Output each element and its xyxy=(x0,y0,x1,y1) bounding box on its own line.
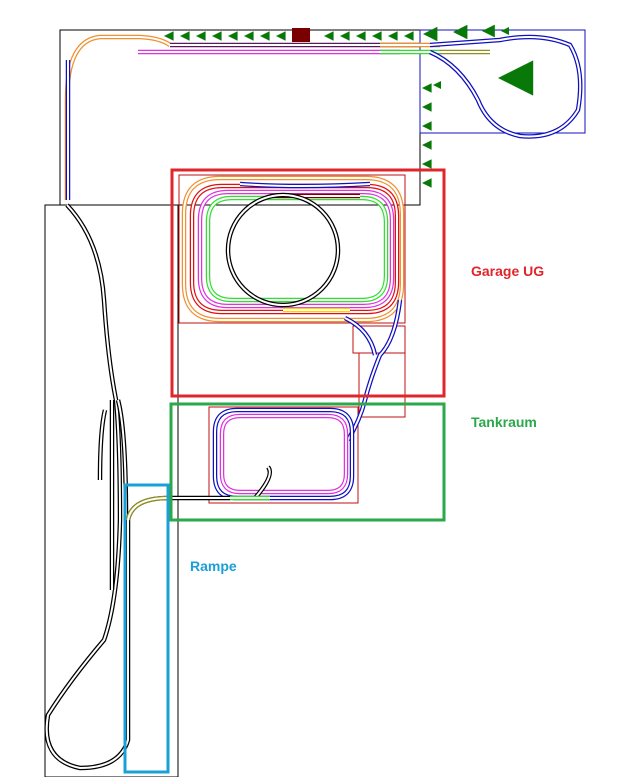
tree-icon xyxy=(196,31,206,41)
tree-icon xyxy=(388,31,398,41)
tree-icon xyxy=(372,31,382,41)
tankraum-label: Tankraum xyxy=(471,414,537,430)
tree-icon xyxy=(276,31,286,41)
garage-outer-inner xyxy=(183,177,403,321)
tree-icon xyxy=(228,31,238,41)
tree-icon xyxy=(422,121,432,131)
tree-icon xyxy=(404,31,414,41)
tank-inner-inner xyxy=(221,415,347,493)
garage-ring-4-inner xyxy=(207,197,387,301)
garage-cross-inner xyxy=(239,183,371,187)
tank-outer xyxy=(212,407,355,501)
upper-curve xyxy=(64,34,172,200)
garage-ring-2-inner xyxy=(191,185,398,313)
tree-icon xyxy=(180,31,190,41)
tree-icon xyxy=(433,81,441,89)
module-outlines xyxy=(178,174,406,504)
tree-icon xyxy=(164,31,174,41)
garage-ug-box xyxy=(170,168,446,398)
garage-ug-label: Garage UG xyxy=(471,263,545,279)
garage-ring-4 xyxy=(205,195,389,303)
tree-icon xyxy=(212,31,222,41)
tank-module xyxy=(208,406,359,504)
tree-icon xyxy=(422,102,432,112)
room-boxes xyxy=(123,168,446,774)
garage-module xyxy=(178,174,406,324)
tree-icon xyxy=(340,31,350,41)
lower-main-inner xyxy=(45,204,169,770)
room-walls xyxy=(44,29,586,777)
tank-outer-inner xyxy=(214,409,353,499)
descent-ramp-inner xyxy=(347,299,401,441)
tank-inner xyxy=(219,413,349,495)
tree-icon xyxy=(260,31,270,41)
trees xyxy=(164,24,534,188)
tree-icon xyxy=(453,24,468,40)
tracks xyxy=(44,34,583,771)
descent-branch xyxy=(343,315,378,356)
tree-icon xyxy=(423,26,438,42)
tankraum-box xyxy=(169,402,446,522)
connector-module-2 xyxy=(358,352,406,418)
tree-icon xyxy=(356,31,366,41)
rampe-ramp-inner xyxy=(127,497,169,521)
garage-circle-inner xyxy=(227,194,340,306)
tree-icon xyxy=(324,31,334,41)
rampe-box xyxy=(123,483,170,774)
garage-ring-3-inner xyxy=(199,191,393,307)
tree-icon xyxy=(501,27,509,35)
tank-spur-inner xyxy=(254,466,271,499)
descent-branch-inner xyxy=(344,317,376,356)
upper-curve-inner xyxy=(66,36,171,200)
yard-siding-1-inner xyxy=(99,409,106,481)
loop-room-outline xyxy=(419,29,586,134)
tree-icon xyxy=(244,31,254,41)
tree-icon xyxy=(498,60,534,96)
rampe-label: Rampe xyxy=(190,558,237,574)
tree-icon xyxy=(422,140,432,150)
tree-icon xyxy=(422,178,432,188)
tree-icon xyxy=(422,83,432,93)
tree-icon xyxy=(482,24,495,38)
return-loop-inner xyxy=(429,36,582,138)
tree-icon xyxy=(422,159,432,169)
building xyxy=(292,28,310,42)
